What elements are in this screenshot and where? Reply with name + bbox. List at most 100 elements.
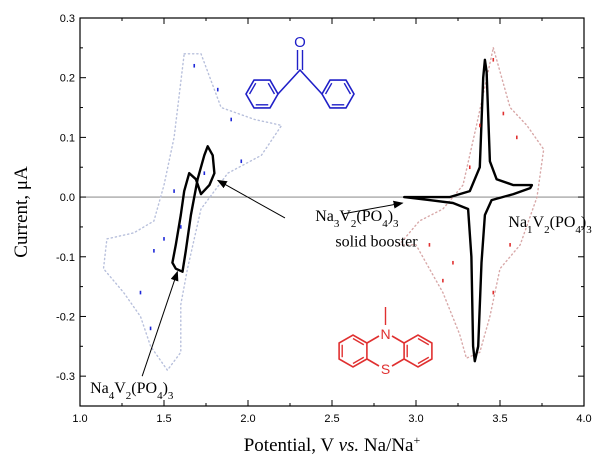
fluorenone-left-ring xyxy=(245,79,279,109)
annotation-label-part: (PO xyxy=(550,214,576,231)
phenothiazine-double-bond xyxy=(417,337,430,346)
y-tick-label: 0.2 xyxy=(60,73,75,85)
annotation-label-part: V xyxy=(114,380,126,397)
phenothiazine-left-ring xyxy=(338,334,368,368)
annotation-label-part: 3 xyxy=(393,218,399,230)
annotation-label-part: 3 xyxy=(586,224,592,236)
data-point-marker xyxy=(163,237,165,241)
annotation-label-part: Na xyxy=(315,208,334,225)
cv-series-2-line xyxy=(398,47,545,359)
x-tick-label: 1.5 xyxy=(156,413,171,425)
data-point-marker xyxy=(492,290,495,295)
x-tick-label: 3.5 xyxy=(492,413,507,425)
molecule-structures: O N S xyxy=(245,34,433,377)
data-point-marker xyxy=(216,87,219,92)
x-axis-title-part: + xyxy=(413,433,420,447)
phenothiazine-double-bond xyxy=(352,337,365,346)
data-markers xyxy=(139,57,518,331)
annotation-label: solid booster xyxy=(335,234,418,251)
nitrogen-atom-label: N xyxy=(380,326,390,342)
y-tick-label: -0.3 xyxy=(56,371,75,383)
annotation-label: Na4V2(PO4)3 xyxy=(90,380,174,402)
sulfur-atom-label: S xyxy=(381,361,390,377)
annotation-label-part: ) xyxy=(388,208,393,225)
data-point-marker xyxy=(452,260,454,265)
annotation-label-part: 4 xyxy=(157,390,163,402)
data-point-marker xyxy=(240,159,243,164)
annotation-label-part: solid booster xyxy=(335,234,418,251)
fluorenone-double-bond xyxy=(324,82,333,95)
phenothiazine-right-ring xyxy=(403,334,433,368)
data-point-marker xyxy=(203,171,206,175)
fluorenone-double-bond xyxy=(267,82,276,95)
x-axis-title-part: vs. xyxy=(339,435,360,456)
annotation-label-part: 3 xyxy=(334,218,340,230)
annotation-label-part: ) xyxy=(163,380,168,397)
annotation-label-part: 1 xyxy=(527,224,533,236)
annotation-label-part: 2 xyxy=(544,224,550,236)
y-tick-label: -0.1 xyxy=(56,252,75,264)
phenothiazine-double-bond xyxy=(352,356,365,365)
data-point-marker xyxy=(139,290,142,295)
annotation-label: Na3V2(PO4)3 xyxy=(315,208,399,230)
y-tick-label: 0.3 xyxy=(60,13,75,25)
data-point-marker xyxy=(509,243,511,247)
annotation-label-part: (PO xyxy=(131,380,157,397)
oxygen-atom-label: O xyxy=(294,34,306,51)
fluorenone-right-ring xyxy=(321,79,355,109)
x-axis-title: Potential, V vs. Na/Na+ xyxy=(244,433,421,456)
annotation-label-part: 4 xyxy=(109,390,115,402)
data-point-marker xyxy=(180,225,182,229)
data-point-marker xyxy=(479,123,481,128)
cv-series-3-line xyxy=(171,145,216,273)
data-point-marker xyxy=(502,111,505,116)
fluorenone-double-bond xyxy=(248,82,257,95)
fluorenone-double-bond xyxy=(343,82,352,95)
annotation-label-part: Na xyxy=(90,380,109,397)
data-point-marker xyxy=(468,165,471,170)
cv-curves xyxy=(102,47,545,371)
annotation-label-part: (PO xyxy=(356,208,382,225)
x-axis-title-part: Potential, V xyxy=(244,435,339,456)
annotation-label-part: 3 xyxy=(168,390,174,402)
annotation-label: Na1V2(PO4)3 xyxy=(508,214,592,236)
data-point-marker xyxy=(173,189,175,193)
x-tick-label: 3.0 xyxy=(408,413,423,425)
x-tick-label: 2.5 xyxy=(324,413,339,425)
data-point-marker xyxy=(428,243,431,247)
fluorenone-five-ring xyxy=(277,68,323,95)
annotation-label-part: V xyxy=(533,214,545,231)
x-axis-title-part: Na/Na xyxy=(359,435,414,456)
phenothiazine-double-bond xyxy=(417,356,430,365)
annotation-label-part: 2 xyxy=(351,218,357,230)
data-point-marker xyxy=(153,249,155,253)
cv-series-4-line xyxy=(403,58,534,363)
x-tick-label: 4.0 xyxy=(576,413,591,425)
annotation-label-part: 2 xyxy=(126,390,132,402)
annotation-label-part: 4 xyxy=(575,224,581,236)
data-point-marker xyxy=(442,278,444,283)
data-point-marker xyxy=(149,326,152,331)
phenothiazine-s-bonds xyxy=(366,358,405,367)
annotation-label-part: ) xyxy=(581,214,586,231)
annotation-arrow xyxy=(343,200,404,215)
annotation-arrow xyxy=(216,179,286,219)
phenothiazine-n-bonds xyxy=(366,335,405,344)
annotation-label-part: V xyxy=(339,208,351,225)
data-point-marker xyxy=(230,117,232,122)
x-tick-label: 1.0 xyxy=(72,413,87,425)
y-axis-title: Current, μA xyxy=(11,166,32,258)
axis-titles: Potential, V vs. Na/Na+ Current, μA xyxy=(11,166,420,456)
y-tick-label: 0.1 xyxy=(60,132,75,144)
data-point-marker xyxy=(516,135,518,140)
y-tick-label: -0.2 xyxy=(56,311,75,323)
cv-series-1-line xyxy=(102,53,283,371)
annotation-label-part: Na xyxy=(508,214,527,231)
x-tick-label: 2.0 xyxy=(240,413,255,425)
data-point-marker xyxy=(492,57,495,62)
annotation-arrow xyxy=(141,270,179,377)
data-point-marker xyxy=(193,63,196,68)
